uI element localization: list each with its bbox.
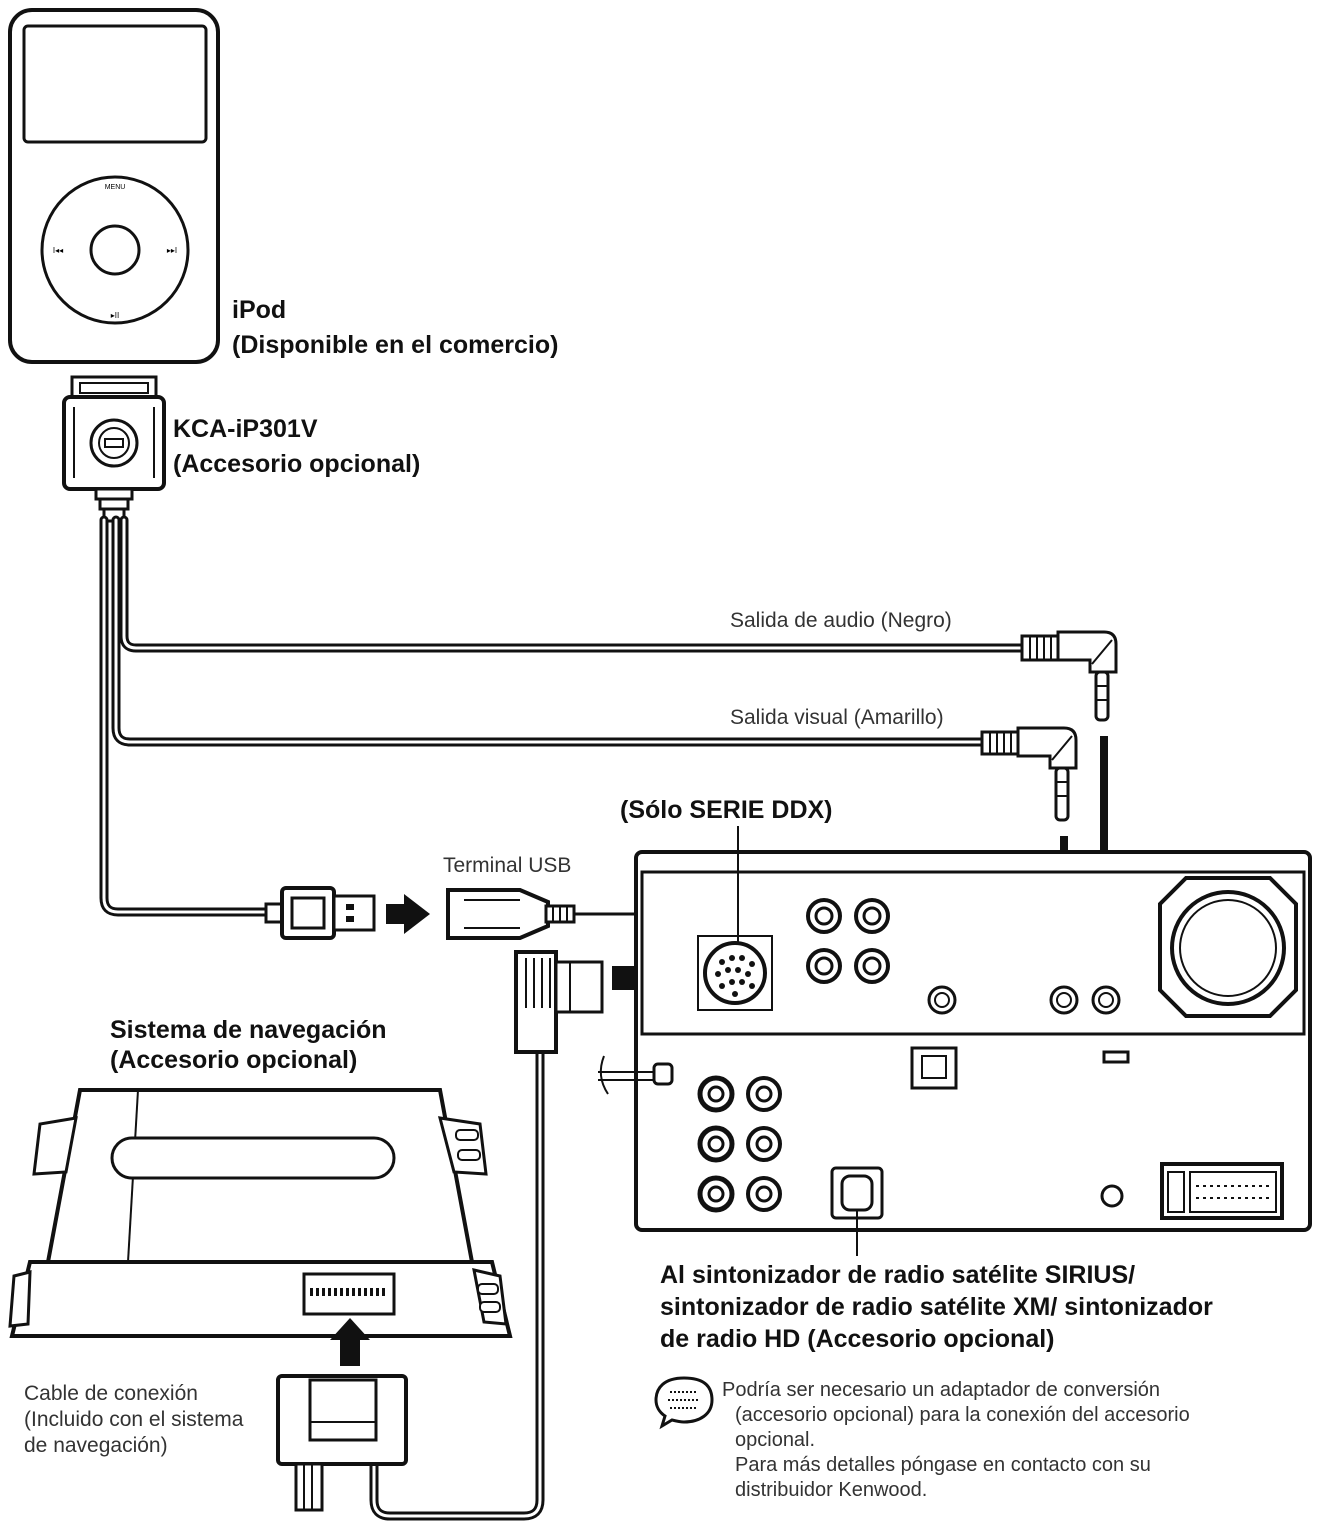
note-line4: Para más detalles póngase en contacto co… xyxy=(735,1454,1151,1476)
wheel-play-label: ▸II xyxy=(111,311,119,320)
satellite-tuner-line3: de radio HD (Accesorio opcional) xyxy=(660,1325,1055,1353)
wheel-menu-label: MENU xyxy=(105,184,126,191)
din-pins xyxy=(715,955,755,997)
adapter-cables xyxy=(99,515,1029,917)
satellite-tuner-line2: sintonizador de radio satélite XM/ sinto… xyxy=(660,1293,1213,1321)
head-unit-rear xyxy=(598,850,1312,1232)
connection-cable-line3: de navegación) xyxy=(24,1434,168,1457)
note-line1: Podría ser necesario un adaptador de con… xyxy=(722,1379,1161,1401)
nav-port-arrow xyxy=(330,1318,370,1366)
satellite-tuner-line1: Al sintonizador de radio satélite SIRIUS… xyxy=(660,1261,1136,1289)
ipod-device: MENU I◂◂ ▸▸I ▸II xyxy=(8,8,220,364)
connection-cable-line1: Cable de conexión xyxy=(24,1382,198,1405)
usb-terminal-label: Terminal USB xyxy=(443,854,572,877)
kca-ip301v-connector xyxy=(62,375,166,523)
note-line2: (accesorio opcional) para la conexión de… xyxy=(735,1404,1190,1426)
connection-cable-line2: (Incluido con el sistema xyxy=(24,1408,244,1431)
adapter-title: KCA-iP301V xyxy=(173,415,318,443)
nav-system-title: Sistema de navegación xyxy=(110,1016,387,1044)
ddx-only-label: (Sólo SERIE DDX) xyxy=(620,796,833,824)
usb-terminal-connector xyxy=(446,888,676,940)
rca-jacks-top xyxy=(806,898,1121,1015)
audio-out-label: Salida de audio (Negro) xyxy=(730,609,952,632)
ipod-subtitle: (Disponible en el comercio) xyxy=(232,331,559,359)
note-line3: opcional. xyxy=(735,1429,816,1451)
video-out-plug xyxy=(980,726,1078,822)
ipod-title: iPod xyxy=(232,296,287,324)
nav-system-subtitle: (Accesorio opcional) xyxy=(110,1046,358,1074)
audio-out-plug xyxy=(1020,630,1118,722)
usb-arrow xyxy=(386,894,430,934)
rca-jacks-bottom xyxy=(697,1075,782,1213)
nav-right-angle-plug xyxy=(514,950,604,1054)
usb-male-plug xyxy=(264,886,376,940)
video-out-label: Salida visual (Amarillo) xyxy=(730,706,944,729)
cooling-fan xyxy=(1158,876,1298,1018)
adapter-subtitle: (Accesorio opcional) xyxy=(173,450,421,478)
wheel-prev-label: I◂◂ xyxy=(53,246,63,255)
note-line5: distribuidor Kenwood. xyxy=(735,1479,928,1501)
wheel-next-label: ▸▸I xyxy=(167,246,177,255)
nav-cable xyxy=(369,1047,545,1521)
nav-connection-plug xyxy=(276,1374,408,1512)
speech-bubble-note-icon xyxy=(654,1376,714,1430)
navigation-unit xyxy=(8,1088,513,1338)
